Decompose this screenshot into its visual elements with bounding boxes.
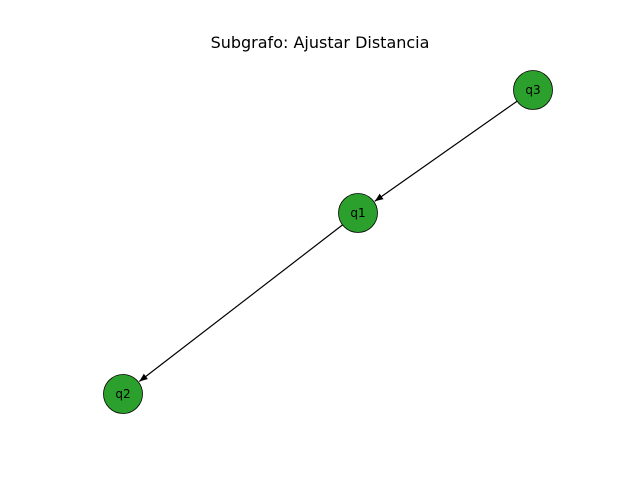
node-label-q3: q3	[525, 83, 540, 97]
node-label-q2: q2	[115, 387, 130, 401]
nodes-layer: q3 q1 q2	[103, 70, 553, 414]
graph-title: Subgrafo: Ajustar Distancia	[210, 33, 430, 52]
node-q1[interactable]: q1	[338, 193, 378, 233]
node-q3[interactable]: q3	[513, 70, 553, 110]
node-circle-q2[interactable]	[103, 374, 143, 414]
node-label-q1: q1	[350, 206, 365, 220]
node-q2[interactable]: q2	[103, 374, 143, 414]
edges-layer	[138, 100, 518, 382]
node-circle-q1[interactable]	[338, 193, 378, 233]
node-circle-q3[interactable]	[513, 70, 553, 110]
edge-q3-q1	[374, 100, 518, 202]
edge-q1-q2	[138, 224, 343, 382]
